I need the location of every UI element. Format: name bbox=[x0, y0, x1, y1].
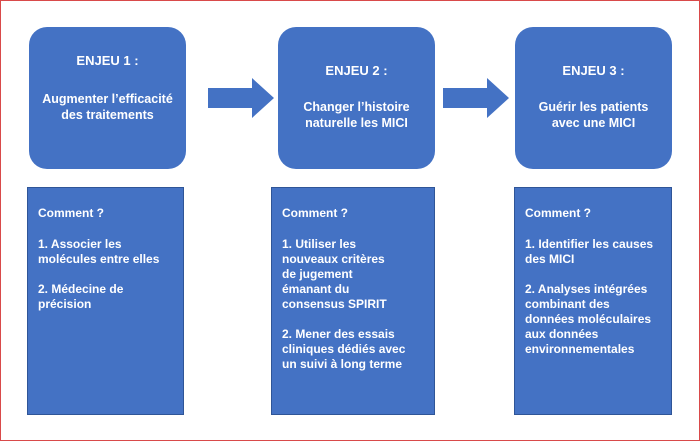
arrow-right-icon bbox=[208, 78, 274, 118]
challenge-3-item-2: 2. Analyses intégrées combinant des donn… bbox=[525, 282, 652, 356]
challenge-2-item-1: 1. Utiliser les nouveaux critères de jug… bbox=[282, 237, 387, 311]
challenge-1-item-1: 1. Associer les molécules entre elles bbox=[38, 237, 160, 266]
challenge-3-title: ENJEU 3 : bbox=[562, 63, 625, 78]
challenge-3-detail-box: Comment ? 1. Identifier les causes des M… bbox=[514, 187, 672, 415]
challenge-2-box: ENJEU 2 : Changer l’histoire naturelle l… bbox=[278, 27, 435, 169]
challenge-3-item-1: 1. Identifier les causes des MICI bbox=[525, 237, 654, 266]
challenge-2-title: ENJEU 2 : bbox=[325, 63, 388, 78]
challenge-2-description-text: Changer l’histoire naturelle les MICI bbox=[303, 100, 410, 130]
challenge-1-item-2: 2. Médecine de précision bbox=[38, 282, 124, 311]
challenge-2-description: Changer l’histoire naturelle les MICI bbox=[288, 99, 425, 131]
challenge-1-description: Augmenter l’efficacité des traitements bbox=[39, 91, 176, 123]
challenge-1-title: ENJEU 1 : bbox=[76, 53, 139, 68]
challenge-3-question: Comment ? bbox=[525, 206, 591, 220]
arrow-right-icon bbox=[443, 78, 509, 118]
challenge-1-description-text: Augmenter l’efficacité des traitements bbox=[42, 92, 173, 122]
challenge-1-detail-box: Comment ? 1. Associer les molécules entr… bbox=[27, 187, 184, 415]
challenge-3-box: ENJEU 3 : Guérir les patients avec une M… bbox=[515, 27, 672, 169]
challenge-1-box: ENJEU 1 : Augmenter l’efficacité des tra… bbox=[29, 27, 186, 169]
challenge-2-question: Comment ? bbox=[282, 206, 348, 220]
challenge-2-detail-box: Comment ? 1. Utiliser les nouveaux critè… bbox=[271, 187, 435, 415]
challenge-3-description: Guérir les patients avec une MICI bbox=[525, 99, 662, 131]
challenge-1-question: Comment ? bbox=[38, 206, 104, 220]
challenge-2-item-2: 2. Mener des essais cliniques dédiés ave… bbox=[282, 327, 406, 371]
challenge-3-description-text: Guérir les patients avec une MICI bbox=[538, 100, 649, 130]
